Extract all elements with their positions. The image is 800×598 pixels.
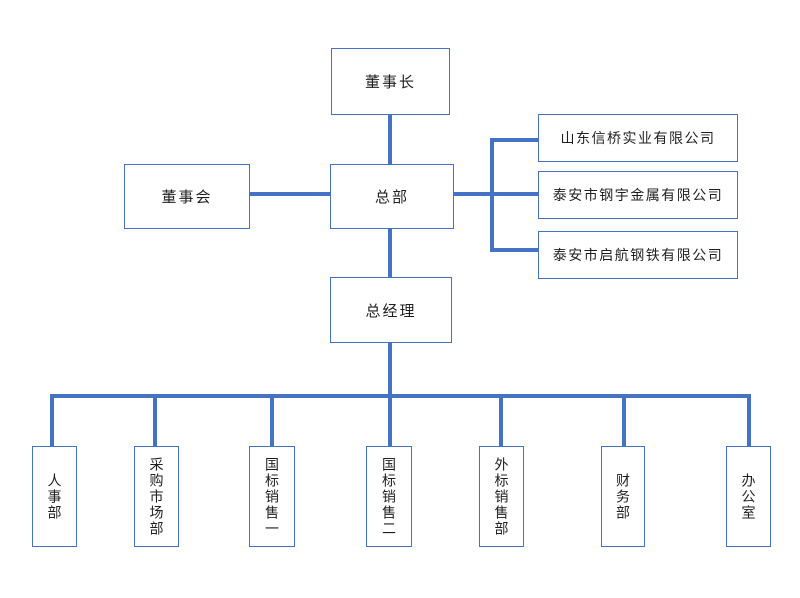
node-dept-national-sales-2[interactable]: 国标销售二 (366, 446, 412, 547)
connector-drop-dept-3 (270, 396, 274, 446)
node-dept-finance[interactable]: 财务部 (601, 446, 645, 547)
node-company-2[interactable]: 泰安市钢宇金属有限公司 (538, 171, 738, 219)
connector-drop-dept-7 (747, 396, 751, 446)
connector-company-1-stub (490, 138, 538, 142)
connector-drop-dept-1 (50, 396, 54, 446)
node-dept-national-sales-1[interactable]: 国标销售一 (249, 446, 295, 547)
connector-companies-vertical (490, 138, 494, 252)
connector-drop-dept-6 (622, 396, 626, 446)
node-company-3[interactable]: 泰安市启航钢铁有限公司 (538, 231, 738, 279)
node-chairman[interactable]: 董事长 (331, 48, 450, 115)
node-headquarters[interactable]: 总部 (330, 164, 454, 229)
connector-drop-dept-2 (153, 396, 157, 446)
connector-gm-bus (388, 342, 392, 396)
connector-board-hq (249, 192, 331, 196)
node-company-1[interactable]: 山东信桥实业有限公司 (538, 114, 738, 162)
connector-hq-gm (388, 228, 392, 278)
node-dept-hr[interactable]: 人事部 (32, 446, 77, 547)
node-board[interactable]: 董事会 (124, 164, 250, 229)
node-general-manager[interactable]: 总经理 (330, 277, 452, 343)
connector-drop-dept-5 (499, 396, 503, 446)
connector-hq-companies-trunk (453, 192, 538, 196)
connector-company-3-stub (490, 248, 538, 252)
connector-chairman-hq (388, 114, 392, 165)
node-dept-office[interactable]: 办公室 (726, 446, 771, 547)
node-dept-external-sales[interactable]: 外标销售部 (479, 446, 524, 547)
connector-drop-dept-4 (388, 396, 392, 446)
node-dept-procurement-market[interactable]: 采购市场部 (134, 446, 179, 547)
connector-departments-bus (50, 394, 751, 398)
